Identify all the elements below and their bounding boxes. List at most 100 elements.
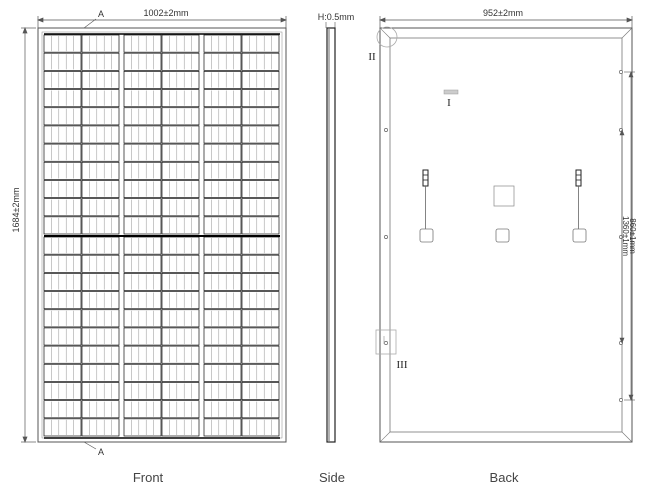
solar-cell bbox=[161, 216, 200, 235]
solar-cell bbox=[81, 254, 120, 273]
solar-cell bbox=[241, 418, 280, 437]
solar-cell bbox=[161, 291, 200, 310]
solar-cell bbox=[241, 143, 280, 162]
solar-cell bbox=[43, 345, 82, 364]
front-height-label: 1684±2mm bbox=[11, 188, 21, 233]
solar-cell bbox=[161, 345, 200, 364]
side-view-label: Side bbox=[319, 470, 345, 485]
solar-cell bbox=[203, 327, 242, 346]
solar-cell bbox=[241, 400, 280, 419]
solar-cell bbox=[241, 71, 280, 89]
solar-cell bbox=[203, 400, 242, 419]
solar-cell bbox=[81, 216, 120, 235]
solar-cell bbox=[203, 382, 242, 400]
solar-cell bbox=[203, 180, 242, 198]
solar-cell bbox=[81, 161, 120, 180]
solar-cell bbox=[43, 418, 82, 437]
solar-cell bbox=[43, 52, 82, 71]
solar-cell bbox=[241, 327, 280, 346]
solar-cell bbox=[161, 363, 200, 382]
solar-cell bbox=[241, 52, 280, 71]
solar-cell bbox=[43, 291, 82, 310]
solar-cell bbox=[203, 34, 242, 53]
solar-cell bbox=[123, 345, 162, 364]
solar-cell bbox=[43, 107, 82, 126]
solar-cell bbox=[203, 345, 242, 364]
solar-cell bbox=[81, 363, 120, 382]
solar-cell bbox=[161, 52, 200, 71]
back-width-dimension bbox=[379, 16, 633, 28]
solar-cell bbox=[81, 418, 120, 437]
solar-cell bbox=[123, 89, 162, 108]
mounting-holes-left bbox=[384, 128, 388, 345]
solar-cell bbox=[123, 198, 162, 217]
back-frame-corners bbox=[379, 27, 633, 443]
solar-cell bbox=[203, 143, 242, 162]
solar-cell bbox=[241, 161, 280, 180]
solar-cell bbox=[43, 125, 82, 144]
back-view-label: Back bbox=[490, 470, 519, 485]
solar-cell bbox=[43, 89, 82, 108]
connector-left bbox=[422, 169, 429, 230]
solar-cell bbox=[81, 273, 120, 291]
solar-cell bbox=[161, 71, 200, 89]
connector-right bbox=[575, 169, 582, 230]
solar-cell bbox=[81, 125, 120, 144]
solar-cell bbox=[203, 363, 242, 382]
mount-dimension-860-label: 860±1mm bbox=[628, 218, 637, 254]
solar-cell bbox=[81, 345, 120, 364]
solar-cell bbox=[123, 34, 162, 53]
section-mark-bottom: A bbox=[98, 447, 104, 457]
solar-cell bbox=[123, 254, 162, 273]
side-thickness-label: H:0.5mm bbox=[318, 12, 355, 22]
solar-cell bbox=[161, 236, 200, 255]
solar-cell bbox=[81, 400, 120, 419]
section-leader-top bbox=[83, 18, 97, 29]
solar-cell bbox=[43, 34, 82, 53]
solar-cell bbox=[43, 71, 82, 89]
solar-cell bbox=[123, 363, 162, 382]
solar-cell bbox=[161, 382, 200, 400]
marker-ii: II bbox=[368, 51, 376, 63]
solar-cell bbox=[203, 161, 242, 180]
solar-cell bbox=[241, 107, 280, 126]
solar-cell bbox=[241, 236, 280, 255]
solar-cell bbox=[43, 161, 82, 180]
detail-box-iii bbox=[375, 329, 397, 355]
front-width-dimension bbox=[37, 16, 287, 28]
back-view: 952±2mm II I bbox=[368, 8, 637, 485]
solar-cell bbox=[241, 34, 280, 53]
solar-cell bbox=[123, 180, 162, 198]
solar-cell bbox=[81, 107, 120, 126]
solar-cell bbox=[123, 382, 162, 400]
solar-cell bbox=[81, 52, 120, 71]
solar-cell bbox=[241, 345, 280, 364]
solar-cell bbox=[123, 52, 162, 71]
solar-cell bbox=[161, 400, 200, 419]
solar-cell bbox=[241, 291, 280, 310]
solar-cell bbox=[161, 161, 200, 180]
solar-cell bbox=[123, 161, 162, 180]
solar-cell bbox=[123, 400, 162, 419]
solar-cell bbox=[43, 180, 82, 198]
solar-cell bbox=[241, 382, 280, 400]
solar-cell bbox=[43, 236, 82, 255]
solar-cell bbox=[161, 180, 200, 198]
solar-cell bbox=[241, 198, 280, 217]
solar-cell bbox=[43, 363, 82, 382]
marker-i: I bbox=[447, 97, 451, 109]
solar-cell bbox=[81, 291, 120, 310]
solar-cell bbox=[241, 254, 280, 273]
solar-cell bbox=[161, 327, 200, 346]
solar-cell bbox=[161, 125, 200, 144]
solar-cell bbox=[203, 418, 242, 437]
section-leader-bottom bbox=[83, 441, 97, 450]
mount-dimension-1360-label: 1360±1mm bbox=[621, 216, 630, 256]
solar-cell bbox=[123, 309, 162, 328]
front-height-dimension bbox=[21, 27, 36, 443]
solar-cell bbox=[203, 125, 242, 144]
solar-cell bbox=[241, 309, 280, 328]
solar-cell bbox=[203, 254, 242, 273]
solar-cell bbox=[203, 71, 242, 89]
